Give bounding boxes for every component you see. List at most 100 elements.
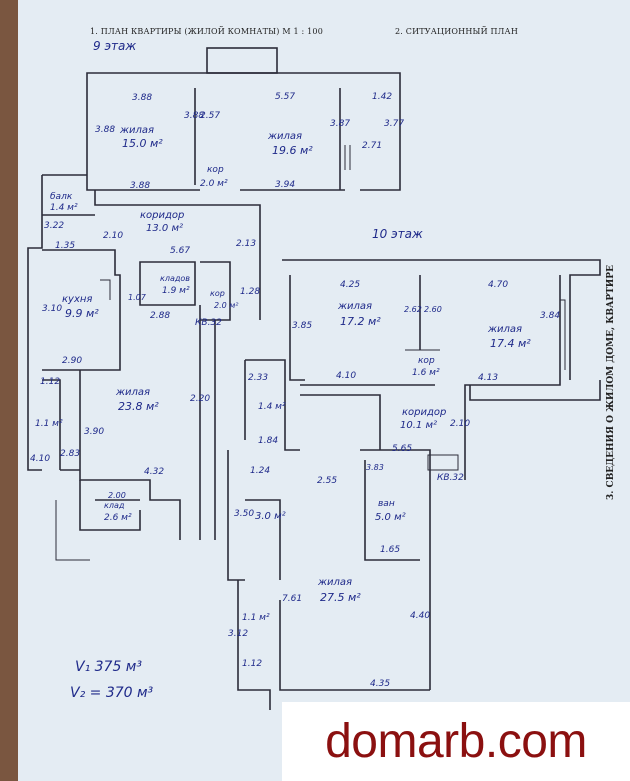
- f10-dim: 7.61: [282, 594, 303, 604]
- f9-dim: 2.71: [362, 141, 383, 151]
- floor9-label: 9 этаж: [93, 39, 137, 53]
- f10-living1-name: жилая: [338, 301, 373, 312]
- f9-shaft-label: КВ.32: [195, 318, 222, 328]
- f10-living2-name: жилая: [488, 324, 523, 335]
- f9-dim: 3.90: [84, 427, 105, 437]
- f10-dim: 5.65: [392, 444, 413, 454]
- f10-kor-area: 1.6 м²: [412, 368, 440, 378]
- f10-dim: 4.10: [336, 371, 357, 381]
- f9-dim: 3.22: [44, 221, 65, 231]
- f9-balcony-area: 1.4 м²: [50, 203, 78, 213]
- f10-small1-area: 1.4 м²: [258, 402, 286, 412]
- f10-corridor-area: 10.1 м²: [400, 420, 437, 431]
- f9-living3-area: 23.8 м²: [118, 400, 159, 413]
- f10-dim: 4.40: [410, 611, 431, 621]
- f10-living3-name: жилая: [318, 577, 353, 588]
- f9-storage2-area: 2.6 м²: [104, 513, 132, 523]
- f9-dim: 5.67: [170, 246, 191, 256]
- f9-dim: 1.07: [128, 293, 146, 302]
- f9-kitchen-area: 9.9 м²: [65, 307, 99, 320]
- f9-dim: 3.77: [384, 119, 405, 129]
- f9-dim: 3.87: [330, 119, 351, 129]
- f9-storage2-name: клад: [104, 501, 125, 510]
- f9-balcony-name: балк: [50, 192, 73, 202]
- f10-dim: 4.25: [340, 280, 361, 290]
- f9-dim: 3.10: [42, 304, 63, 314]
- f9-living2-area: 19.6 м²: [272, 144, 313, 157]
- f10-dim: 2.10: [450, 419, 471, 429]
- f9-dim: 1.12: [40, 377, 61, 387]
- f10-dim: 1.84: [258, 436, 279, 446]
- f10-dim: 3.85: [292, 321, 313, 331]
- f9-kor-vertical-name: кор: [210, 289, 225, 298]
- f10-dim: 2.33: [248, 373, 269, 383]
- floor10-walls: [227, 259, 601, 710]
- f9-kitchen-name: кухня: [62, 294, 93, 305]
- f9-dim: 1.35: [55, 241, 76, 251]
- f10-bath-area: 5.0 м²: [375, 512, 406, 523]
- f9-living1-name: жилая: [120, 125, 155, 136]
- floor10-label: 10 этаж: [372, 227, 423, 241]
- watermark-banner[interactable]: domarb.com: [282, 702, 630, 781]
- f9-dim: 3.94: [275, 180, 296, 190]
- f9-side-room-area: 1.1 м²: [35, 419, 63, 429]
- f10-dim: 2.55: [317, 476, 338, 486]
- f10-bath-name: ван: [378, 499, 395, 509]
- f10-living3-area: 27.5 м²: [320, 591, 361, 604]
- f9-corridor-name: коридор: [140, 210, 185, 221]
- f10-dim: 1.65: [380, 545, 401, 555]
- f9-dim: 4.10: [30, 454, 51, 464]
- f10-dim: 2.62: [404, 305, 422, 314]
- interior-details: [55, 145, 566, 561]
- f9-dim: 2.88: [150, 311, 171, 321]
- f9-dim: 3.88: [95, 125, 116, 135]
- f10-dim: 4.13: [478, 373, 499, 383]
- f10-small2-area: 1.1 м²: [242, 613, 270, 623]
- f10-dim: 4.35: [370, 679, 391, 689]
- f9-dim: 5.57: [275, 92, 296, 102]
- volume-v2: V₂ = 370 м³: [70, 685, 154, 701]
- f10-shaft-label: КВ.32: [437, 473, 464, 483]
- f9-dim: 2.20: [190, 394, 211, 404]
- f9-dim: 1.28: [240, 287, 261, 297]
- f9-dim: 2.10: [103, 231, 124, 241]
- f9-dim: 3.88: [130, 181, 151, 191]
- f10-dim: 3.83: [366, 463, 384, 472]
- f10-dim: 2.60: [424, 305, 442, 314]
- f9-dim: 1.42: [372, 92, 393, 102]
- f9-dim: 2.00: [108, 491, 126, 500]
- f9-dim: 4.32: [144, 467, 165, 477]
- plan-title: 1. ПЛАН КВАРТИРЫ (ЖИЛОЙ КОМНАТЫ) М 1 : 1…: [90, 27, 323, 36]
- f10-room3-area: 3.0 м²: [255, 511, 286, 522]
- f9-dim: 2.57: [200, 111, 221, 121]
- f10-dim: 3.12: [228, 629, 249, 639]
- f9-kor-small-area: 2.0 м²: [200, 179, 228, 189]
- f10-dim: 1.24: [250, 466, 271, 476]
- f9-dim: 2.83: [60, 449, 81, 459]
- watermark-text: domarb.com: [325, 715, 587, 768]
- f9-dim: 3.88: [132, 93, 153, 103]
- f9-living2-name: жилая: [268, 131, 303, 142]
- f9-kor-vertical-area: 2.0 м²: [214, 301, 239, 310]
- volume-v1: V₁ 375 м³: [75, 659, 142, 675]
- f9-kor-small-name: кор: [207, 165, 224, 175]
- f10-living2-area: 17.4 м²: [490, 337, 531, 350]
- f9-dim: 2.13: [236, 239, 257, 249]
- f10-living1-area: 17.2 м²: [340, 315, 381, 328]
- f10-dim: 3.84: [540, 311, 561, 321]
- side-title: 3. СВЕДЕНИЯ О ЖИЛОМ ДОМЕ, КВАРТИРЕ: [606, 265, 616, 500]
- f10-corridor-name: коридор: [402, 407, 447, 418]
- f9-dim: 3.88: [184, 111, 205, 121]
- f10-kor-name: кор: [418, 356, 435, 366]
- f9-storage-name: кладов: [160, 274, 190, 283]
- f10-dim: 1.12: [242, 659, 263, 669]
- f9-storage-area: 1.9 м²: [162, 286, 190, 296]
- situation-title: 2. СИТУАЦИОННЫЙ ПЛАН: [395, 27, 518, 36]
- f9-living3-name: жилая: [116, 387, 151, 398]
- f9-dim: 2.90: [62, 356, 83, 366]
- f9-corridor-area: 13.0 м²: [146, 223, 183, 234]
- f9-living1-area: 15.0 м²: [122, 137, 163, 150]
- f10-dim: 4.70: [488, 280, 509, 290]
- paper-sheet: [18, 0, 630, 781]
